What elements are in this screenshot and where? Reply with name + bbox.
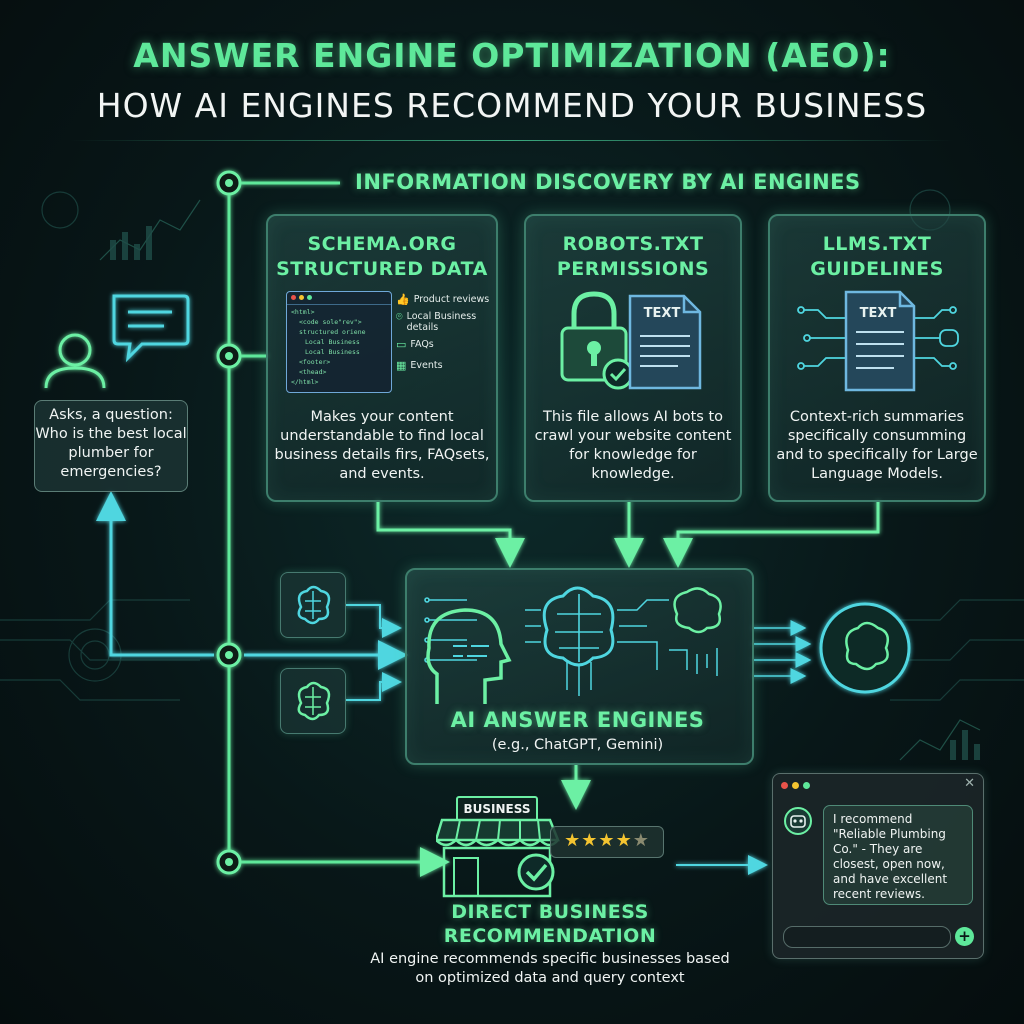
faq-bubble-icon: ▭ [396, 338, 407, 351]
plus-icon[interactable]: + [955, 927, 974, 946]
page-subtitle: HOW AI ENGINES RECOMMEND YOUR BUSINESS [96, 86, 928, 125]
robots-card-description: This file allows AI bots to crawl your w… [534, 409, 732, 482]
text-document-icon [628, 294, 702, 390]
schema-card-description: Makes your content understandable to fin… [274, 409, 490, 482]
llms-card-title: LLMS.TXT GUIDELINES [810, 233, 944, 280]
speech-bubble-icon [112, 294, 190, 363]
star-icon: ★★★★ [564, 830, 633, 851]
robots-card-title: ROBOTS.TXT PERMISSIONS [556, 233, 710, 280]
window-minimize-dot[interactable] [792, 782, 799, 789]
circuit-document-icon [797, 290, 959, 392]
ai-head-brain-icon [424, 586, 722, 704]
user-icon [44, 333, 106, 389]
code-window: <html> <code sole"rev"> structured orien… [286, 291, 392, 393]
user-question: Asks, a question: Who is the best local … [34, 400, 188, 492]
business-sign: BUSINESS [456, 796, 538, 822]
schema-card-title: SCHEMA.ORG STRUCTURED DATA [276, 233, 488, 280]
window-maximize-dot[interactable] [803, 782, 810, 789]
chat-input[interactable] [783, 926, 951, 948]
backbone-nodes [216, 170, 242, 875]
feature-item: Events [410, 360, 443, 371]
robots-card: ROBOTS.TXT PERMISSIONS TEXT This file al… [524, 214, 742, 502]
llms-card: LLMS.TXT GUIDELINES TEXT Context-rich su… [768, 214, 986, 502]
chat-window: ✕ I recommend "Reliable Plumbing Co." - … [772, 773, 984, 959]
code-line: Local Business [305, 338, 360, 346]
location-pin-icon: ⌾ [396, 310, 403, 323]
brain-source-icon [280, 572, 346, 638]
bot-avatar-icon [784, 807, 812, 835]
code-line: structured oriene [299, 328, 366, 336]
window-close-dot[interactable] [781, 782, 788, 789]
brain-output-icon [819, 602, 911, 694]
background-circuit-lines [0, 189, 1024, 761]
lock-icon [560, 291, 634, 390]
feature-item: Product reviews [413, 294, 490, 305]
storefront-icon [436, 818, 560, 898]
feature-item: Local Business details [406, 311, 477, 333]
page-title: ANSWER ENGINE OPTIMIZATION (AEO): [133, 36, 891, 75]
llms-card-description: Context-rich summaries specifically cons… [776, 409, 978, 482]
close-icon[interactable]: ✕ [964, 776, 975, 791]
recommendation-title: DIRECT BUSINESS RECOMMENDATION [443, 901, 657, 947]
title-divider [70, 140, 954, 141]
doc-label: TEXT [643, 306, 681, 321]
code-line: <thead> [299, 368, 327, 376]
code-line: <code sole"rev"> [299, 318, 362, 326]
brain-source-icon [280, 668, 346, 734]
ai-engine-panel [405, 568, 754, 765]
code-line: Local Business [305, 348, 360, 356]
code-line: <footer> [299, 358, 331, 366]
rating-stars: ★★★★★ [550, 826, 664, 858]
thumbs-up-icon: 👍 [396, 293, 410, 306]
star-empty-icon: ★ [632, 830, 650, 851]
recommendation-description: AI engine recommends specific businesses… [370, 951, 730, 986]
code-line: </html> [291, 378, 319, 386]
calendar-icon: ▦ [396, 359, 407, 372]
discovery-section-title: INFORMATION DISCOVERY BY AI ENGINES [355, 170, 861, 194]
code-line: <html> [291, 308, 315, 316]
engine-subtitle: (e.g., ChatGPT, Gemini) [491, 737, 664, 753]
feature-item: FAQs [410, 339, 434, 350]
engine-title: AI ANSWER ENGINES [450, 708, 705, 732]
doc-label: TEXT [859, 306, 897, 321]
chat-message: I recommend "Reliable Plumbing Co." - Th… [823, 805, 973, 905]
schema-card: SCHEMA.ORG STRUCTURED DATA <html> <code … [266, 214, 498, 502]
schema-feature-list: 👍Product reviews ⌾Local Business details… [396, 294, 492, 371]
